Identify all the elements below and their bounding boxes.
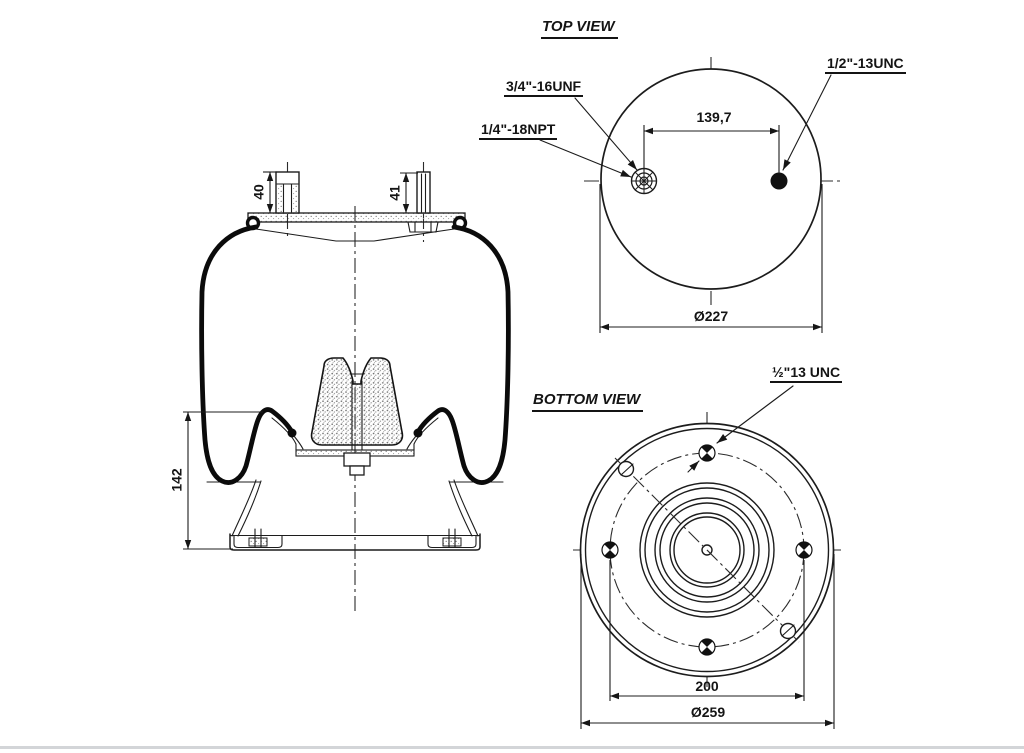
dim-plate-diameter: [599, 184, 823, 333]
top-view: [539, 57, 840, 333]
dim-port-spacing: [643, 125, 780, 174]
dim-text-stud-left: 40: [250, 184, 267, 200]
side-view: [183, 162, 511, 612]
bead-plate: [245, 212, 468, 242]
dim-text-plate-dia: Ø227: [693, 308, 729, 324]
dim-stud-left: [263, 171, 277, 213]
dim-text-stud-right: 41: [386, 185, 403, 201]
dim-bolt-spacing: [609, 560, 805, 701]
stud-port: [770, 172, 788, 190]
mounting-bolts: [601, 444, 813, 656]
dim-text-port-spacing: 139,7: [696, 109, 732, 125]
top-plate-circle: [600, 68, 822, 290]
dim-text-base-dia: Ø259: [690, 704, 726, 720]
mounting-stud: [407, 171, 439, 233]
diagonal-centerline: [614, 457, 800, 643]
piston-rings: [639, 482, 775, 618]
bottom-view-title: BOTTOM VIEW: [532, 392, 644, 412]
bottom-view: [573, 385, 841, 729]
dim-stud-right: [400, 172, 418, 213]
thread-label-unc-top: 1/2"-13UNC: [825, 56, 906, 74]
piston-skirt: [206, 479, 504, 537]
thread-label-npt: 1/4"-18NPT: [479, 122, 558, 140]
thread-label-unc-bottom: ½"13 UNC: [770, 365, 843, 383]
dim-base-diameter: [580, 554, 835, 729]
dim-text-height: 142: [168, 468, 185, 492]
bellows-outline: [199, 224, 511, 485]
alignment-notches: [617, 460, 797, 640]
dim-piston-height: [183, 411, 263, 550]
air-fitting-stud: [275, 171, 300, 214]
top-view-leaders: [539, 74, 832, 178]
piston-base: [229, 528, 481, 551]
piston-center-stud: [343, 373, 371, 476]
rubber-bumper: [310, 357, 404, 446]
bottom-view-leader: [687, 385, 794, 473]
top-view-title: TOP VIEW: [541, 19, 618, 39]
page-bottom-divider: [0, 746, 1024, 749]
air-port: [630, 167, 658, 195]
dim-text-bolt-spacing: 200: [695, 678, 719, 694]
thread-label-unf: 3/4"-16UNF: [504, 79, 584, 97]
